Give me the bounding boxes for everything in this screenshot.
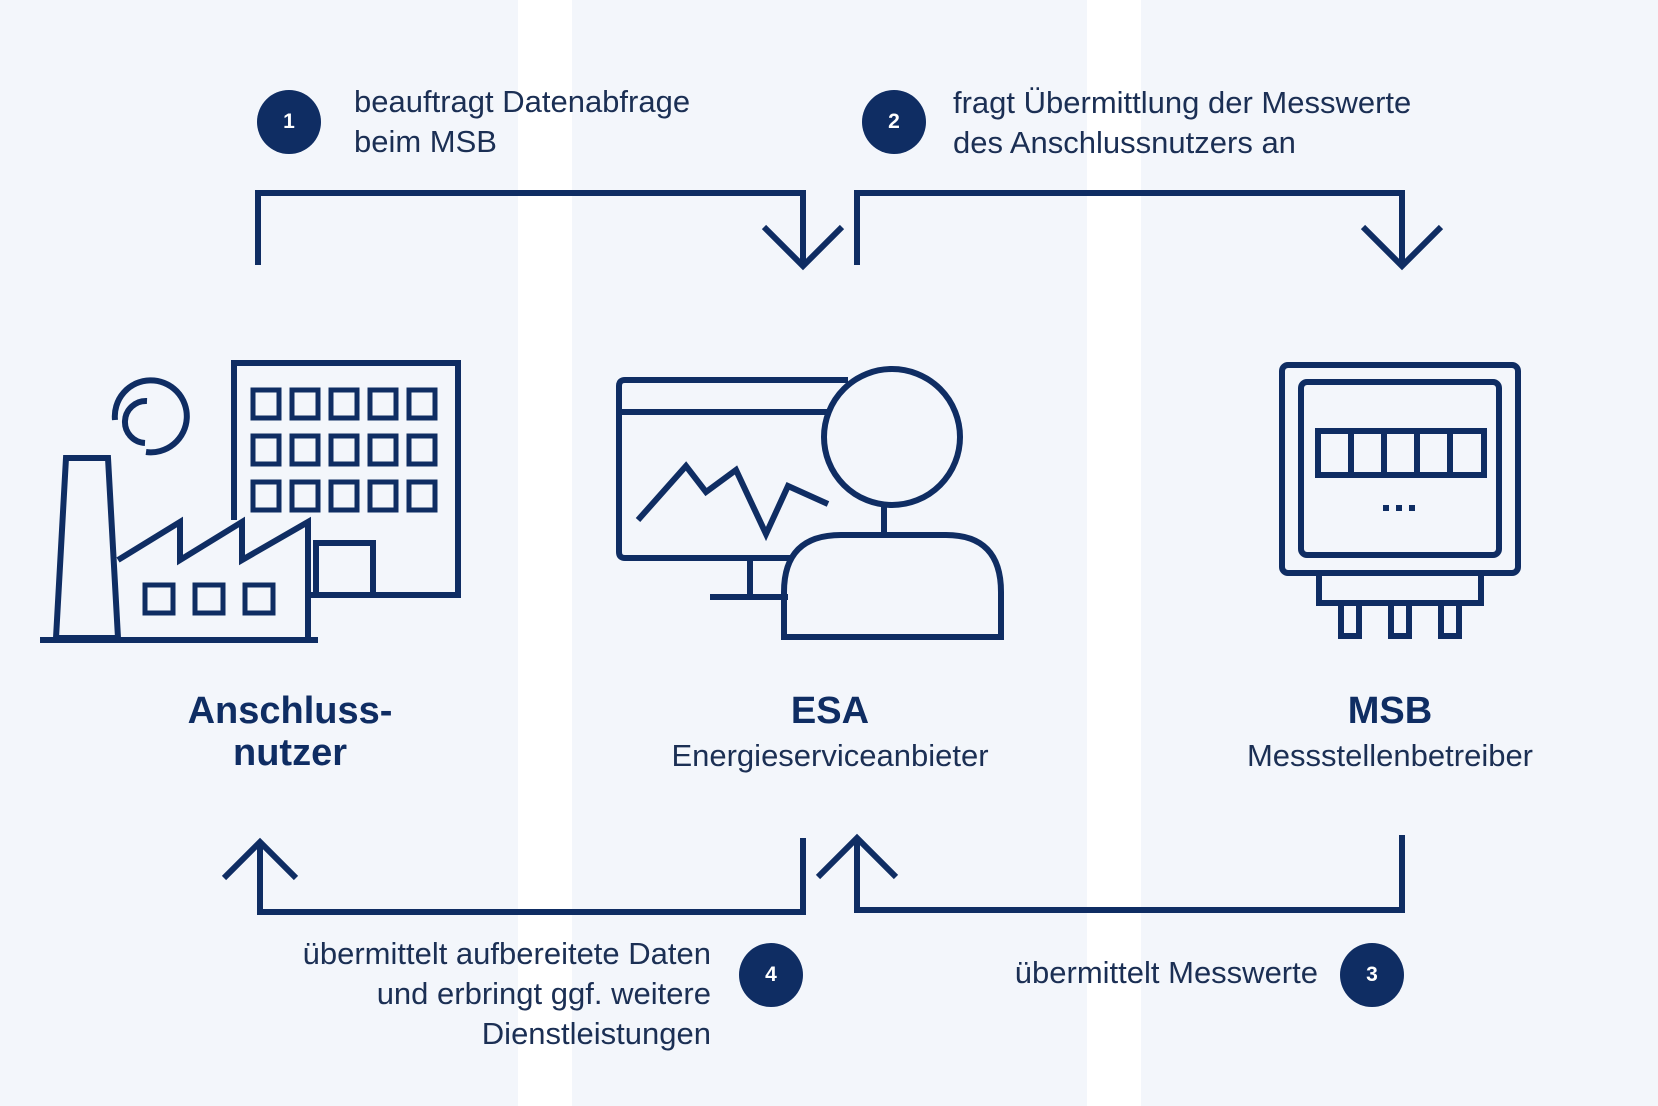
actor-msb-subtitle: Messstellenbetreiber bbox=[1246, 738, 1534, 773]
step-3-badge: 3 bbox=[1340, 943, 1404, 1007]
step-3-label: übermittelt Messwerte bbox=[960, 953, 1318, 993]
electricity-meter-icon bbox=[1279, 362, 1521, 639]
step-4-label-line-3: Dienstleistungen bbox=[481, 1016, 711, 1051]
actor-anschlussnutzer-title: Anschluss- nutzer bbox=[150, 690, 430, 774]
factory-building-icon bbox=[40, 360, 461, 643]
background-band-left bbox=[518, 0, 572, 1106]
step-3-label-line-1: übermittelt Messwerte bbox=[1014, 955, 1318, 990]
step-1-label-line-1: beauftragt Datenabfrage bbox=[354, 84, 691, 119]
actor-esa-title: ESA bbox=[790, 690, 870, 732]
actor-msb-title: MSB bbox=[1347, 690, 1433, 732]
background-band-right bbox=[1087, 0, 1141, 1106]
step-1-label: beauftragt Datenabfrage beim MSB bbox=[354, 82, 690, 162]
arrow-step-1 bbox=[255, 190, 845, 271]
step-4-label-line-1: übermittelt aufbereitete Daten bbox=[302, 936, 711, 971]
arrow-step-2 bbox=[854, 190, 1444, 271]
arrow-step-4 bbox=[221, 837, 806, 915]
step-2-label: fragt Übermittlung der Messwerte des Ans… bbox=[953, 83, 1411, 163]
step-4-label: übermittelt aufbereitete Daten und erbri… bbox=[250, 934, 711, 1054]
actor-esa-subtitle: Energieserviceanbieter bbox=[671, 738, 989, 773]
step-4-badge: 4 bbox=[739, 943, 803, 1007]
monitor-person-icon bbox=[616, 366, 1004, 640]
actor-anschlussnutzer-title-line-1: Anschluss- bbox=[187, 690, 393, 732]
arrow-step-3 bbox=[815, 833, 1405, 913]
step-1-badge: 1 bbox=[257, 90, 321, 154]
step-2-label-line-2: des Anschlussnutzers an bbox=[953, 125, 1296, 160]
actor-anschlussnutzer-title-line-2: nutzer bbox=[233, 732, 347, 774]
step-2-label-line-1: fragt Übermittlung der Messwerte bbox=[953, 85, 1412, 120]
step-1-label-line-2: beim MSB bbox=[354, 124, 497, 159]
step-2-badge: 2 bbox=[862, 90, 926, 154]
step-4-label-line-2: und erbringt ggf. weitere bbox=[376, 976, 711, 1011]
